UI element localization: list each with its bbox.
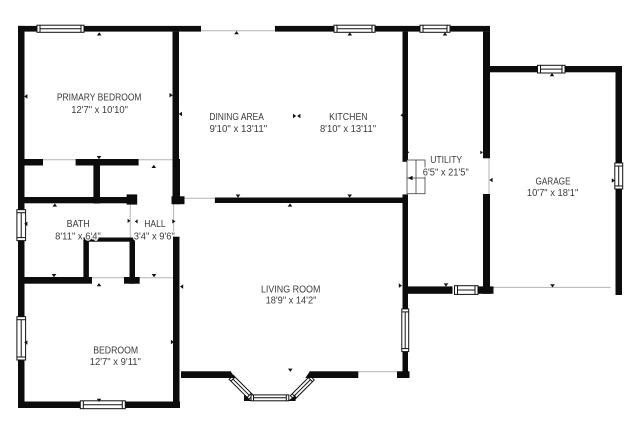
svg-text:12'7" x 10'10": 12'7" x 10'10" — [71, 105, 128, 116]
svg-text:DINING AREA: DINING AREA — [209, 112, 264, 123]
svg-text:9'10" x 13'11": 9'10" x 13'11" — [209, 124, 267, 135]
svg-text:3'4" x 9'6": 3'4" x 9'6" — [134, 231, 176, 242]
svg-text:BATH: BATH — [67, 219, 90, 230]
svg-text:6'5" x 21'5": 6'5" x 21'5" — [423, 167, 469, 178]
svg-text:UTILITY: UTILITY — [430, 155, 462, 166]
svg-text:KITCHEN: KITCHEN — [329, 112, 368, 123]
svg-text:LIVING ROOM: LIVING ROOM — [261, 285, 321, 296]
svg-text:HALL: HALL — [144, 219, 166, 230]
svg-text:8'10" x 13'11": 8'10" x 13'11" — [320, 124, 377, 135]
svg-text:PRIMARY BEDROOM: PRIMARY BEDROOM — [57, 93, 142, 104]
svg-text:GARAGE: GARAGE — [535, 176, 570, 187]
svg-text:18'9" x 14'2": 18'9" x 14'2" — [266, 296, 317, 307]
svg-text:10'7" x 18'1": 10'7" x 18'1" — [527, 188, 579, 199]
svg-text:BEDROOM: BEDROOM — [93, 346, 138, 357]
svg-text:8'11" x 6'4": 8'11" x 6'4" — [55, 231, 101, 242]
svg-text:12'7" x 9'11": 12'7" x 9'11" — [90, 357, 142, 368]
